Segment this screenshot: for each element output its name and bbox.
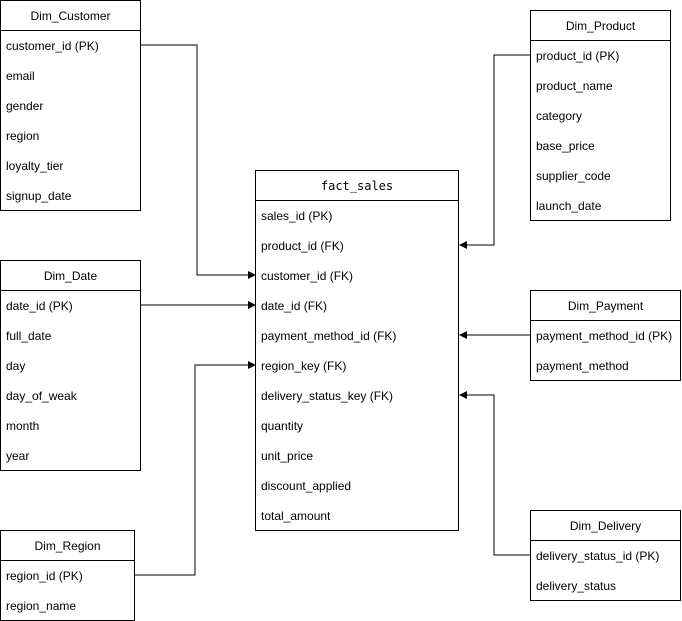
entity-title: fact_sales xyxy=(256,171,458,201)
field-sales-id: sales_id (PK) xyxy=(261,209,333,223)
field-region: region xyxy=(6,129,40,143)
connector-product-to-fact xyxy=(459,54,530,249)
field-supplier-code: supplier_code xyxy=(536,169,611,183)
entity-dim-payment[interactable]: Dim_Payment payment_method_id (PK) payme… xyxy=(530,290,681,381)
field-discount-applied: discount_applied xyxy=(261,479,352,493)
field-day-of-weak: day_of_weak xyxy=(6,389,77,403)
entity-dim-date[interactable]: Dim_Date date_id (PK) full_date day day_… xyxy=(0,260,141,471)
field-customer-id: customer_id (PK) xyxy=(6,39,99,53)
field-payment-method-id: payment_method_id (FK) xyxy=(261,329,397,343)
field-region-key: region_key (FK) xyxy=(261,359,347,373)
field-date-id: date_id (FK) xyxy=(261,299,328,313)
connector-region-to-fact xyxy=(135,361,256,576)
entity-dim-delivery[interactable]: Dim_Delivery delivery_status_id (PK) del… xyxy=(530,510,681,601)
entity-fact-sales[interactable]: fact_sales sales_id (PK) product_id (FK)… xyxy=(255,170,459,531)
field-region-name: region_name xyxy=(6,599,77,613)
field-delivery-status: delivery_status xyxy=(536,579,617,593)
field-month: month xyxy=(6,419,40,433)
field-total-amount: total_amount xyxy=(261,509,331,523)
field-date-id: date_id (PK) xyxy=(6,299,73,313)
field-payment-method: payment_method xyxy=(536,359,629,373)
field-delivery-status-key: delivery_status_key (FK) xyxy=(261,389,394,403)
connector-customer-to-fact xyxy=(141,44,256,279)
field-region-id: region_id (PK) xyxy=(6,569,83,583)
field-gender: gender xyxy=(6,99,44,113)
field-launch-date: launch_date xyxy=(536,199,602,213)
field-signup-date: signup_date xyxy=(6,189,72,203)
field-day: day xyxy=(6,359,26,373)
field-product-name: product_name xyxy=(536,79,613,93)
field-product-id: product_id (FK) xyxy=(261,239,344,253)
field-customer-id: customer_id (FK) xyxy=(261,269,354,283)
entity-title: Dim_Payment xyxy=(531,291,680,321)
field-delivery-status-id: delivery_status_id (PK) xyxy=(536,549,660,563)
field-email: email xyxy=(6,69,35,83)
field-product-id: product_id (PK) xyxy=(536,49,620,63)
entity-dim-region[interactable]: Dim_Region region_id (PK) region_name xyxy=(0,530,135,621)
entity-dim-customer[interactable]: Dim_Customer customer_id (PK) email gend… xyxy=(0,0,141,211)
entity-title: Dim_Date xyxy=(1,261,140,291)
connector-delivery-to-fact xyxy=(459,391,530,556)
entity-title: Dim_Delivery xyxy=(531,511,680,541)
field-category: category xyxy=(536,109,583,123)
field-quantity: quantity xyxy=(261,419,304,433)
entity-dim-product[interactable]: Dim_Product product_id (PK) product_name… xyxy=(530,10,671,221)
field-unit-price: unit_price xyxy=(261,449,314,463)
entity-title: Dim_Product xyxy=(531,11,670,41)
entity-title: Dim_Region xyxy=(1,531,134,561)
field-payment-method-id: payment_method_id (PK) xyxy=(536,329,673,343)
field-loyalty-tier: loyalty_tier xyxy=(6,159,64,173)
field-full-date: full_date xyxy=(6,329,52,343)
field-year: year xyxy=(6,449,30,463)
entity-title: Dim_Customer xyxy=(1,1,140,31)
field-base-price: base_price xyxy=(536,139,595,153)
